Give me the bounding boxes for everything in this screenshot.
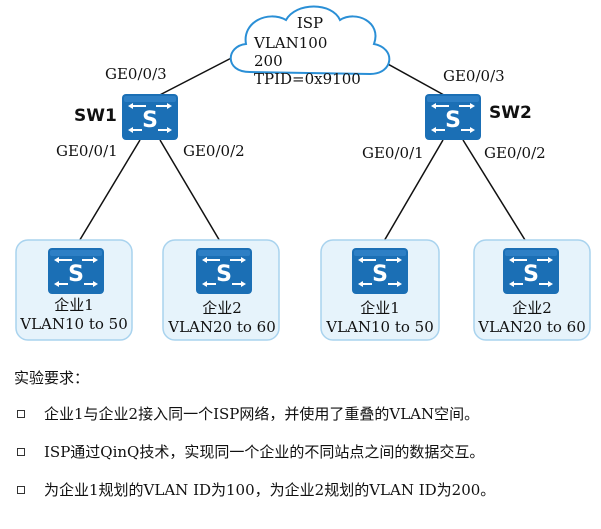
site-3-switch-icon (351, 247, 409, 295)
site-4-vlans: VLAN20 to 60 (477, 318, 586, 336)
site-1-switch-icon (47, 247, 105, 295)
link-sw1-site2 (159, 139, 225, 249)
link-isp-sw1 (149, 51, 244, 101)
site-box-4: 企业2 VLAN20 to 60 (473, 239, 591, 341)
requirement-item: 为企业1规划的VLAN ID为100，为企业2规划的VLAN ID为200。 (14, 480, 594, 500)
site-4-company: 企业2 (512, 299, 552, 317)
sw2-port-right: GE0/0/2 (484, 144, 546, 162)
requirements-section: 实验要求： 企业1与企业2接入同一个ISP网络，并使用了重叠的VLAN空间。 I… (14, 368, 594, 518)
site-2-switch-icon (195, 247, 253, 295)
requirement-item: ISP通过QinQ技术，实现同一个企业的不同站点之间的数据交互。 (14, 442, 594, 462)
site-4-switch-icon (502, 247, 560, 295)
link-sw1-site1 (74, 139, 141, 249)
requirement-item: 企业1与企业2接入同一个ISP网络，并使用了重叠的VLAN空间。 (14, 404, 594, 424)
square-bullet-icon (17, 486, 25, 494)
isp-vlan-line1: VLAN100 (253, 34, 327, 52)
requirement-text: ISP通过QinQ技术，实现同一个企业的不同站点之间的数据交互。 (44, 443, 485, 461)
link-sw2-site4 (462, 139, 531, 249)
sw2-port-left: GE0/0/1 (362, 144, 424, 162)
sw2-switch-icon (424, 93, 482, 141)
site-3-company: 企业1 (360, 299, 400, 317)
requirement-text: 为企业1规划的VLAN ID为100，为企业2规划的VLAN ID为200。 (44, 481, 496, 499)
square-bullet-icon (17, 410, 25, 418)
isp-cloud (229, 5, 391, 76)
requirement-text: 企业1与企业2接入同一个ISP网络，并使用了重叠的VLAN空间。 (44, 405, 480, 423)
sw1-port-left: GE0/0/1 (56, 142, 118, 160)
isp-name: ISP (297, 14, 323, 32)
sw2-label: SW2 (489, 103, 532, 123)
site-box-2: 企业2 VLAN20 to 60 (162, 239, 280, 341)
site-box-3: 企业1 VLAN10 to 50 (320, 239, 440, 341)
sw1-label: SW1 (74, 106, 117, 126)
requirements-title: 实验要求： (14, 369, 90, 387)
isp-vlan-line2: 200 (254, 52, 283, 70)
sw1-port-right: GE0/0/2 (183, 142, 245, 160)
isp-tpid: TPID=0x9100 (254, 70, 361, 88)
sw2-uplink-port: GE0/0/3 (443, 67, 505, 85)
site-box-1: 企业1 VLAN10 to 50 (15, 239, 133, 341)
site-2-company: 企业2 (202, 299, 242, 317)
site-1-company: 企业1 (54, 296, 94, 314)
sw1-switch-icon (121, 93, 179, 141)
site-1-vlans: VLAN10 to 50 (19, 315, 128, 333)
square-bullet-icon (17, 448, 25, 456)
site-2-vlans: VLAN20 to 60 (167, 318, 276, 336)
sw1-uplink-port: GE0/0/3 (105, 65, 167, 83)
site-3-vlans: VLAN10 to 50 (325, 318, 434, 336)
network-topology-diagram: S ISP VLAN100 200 TPID=0x9100 SW1 GE0/0/… (15, 5, 591, 341)
link-sw2-site3 (379, 139, 444, 249)
